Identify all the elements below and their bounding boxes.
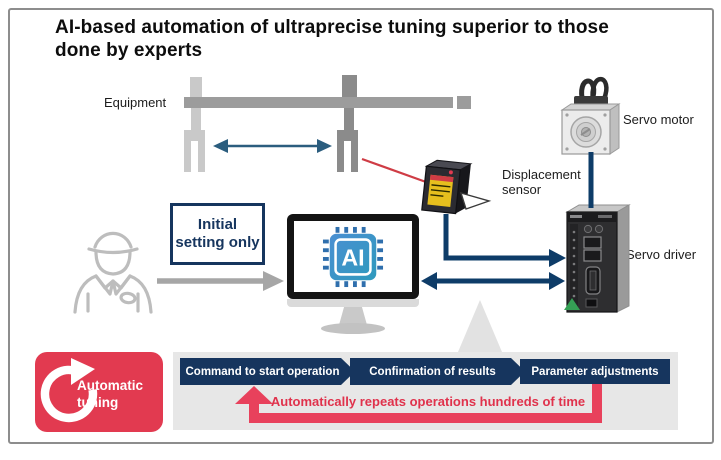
ai-chip-text: AI bbox=[341, 245, 364, 271]
flow-step-command: Command to start operation bbox=[180, 358, 355, 385]
servo-motor-label: Servo motor bbox=[623, 112, 694, 127]
monitor-stand-base bbox=[321, 323, 385, 334]
displacement-sensor-label: Displacement sensor bbox=[502, 167, 581, 198]
initial-setting-callout: Initial setting only bbox=[170, 203, 265, 265]
servo-driver-label: Servo driver bbox=[626, 247, 697, 262]
strip-pointer-up bbox=[458, 300, 502, 352]
ai-chip-icon: AI bbox=[322, 226, 384, 288]
cycle-arrow-icon bbox=[40, 358, 98, 423]
initial-setting-text: Initial setting only bbox=[175, 216, 260, 251]
monitor-chin bbox=[287, 299, 419, 307]
flow-step-parameter: Parameter adjustments bbox=[520, 359, 670, 384]
flow-step-confirmation: Confirmation of results bbox=[350, 358, 525, 385]
automatic-tuning-label: Automatic tuning bbox=[77, 378, 144, 410]
repeat-note: Automatically repeats operations hundred… bbox=[270, 394, 586, 409]
equipment-label: Equipment bbox=[104, 95, 167, 110]
page-title: AI-based automation of ultraprecise tuni… bbox=[55, 17, 609, 62]
automatic-tuning-badge: Automatic tuning bbox=[35, 352, 163, 432]
monitor-stand-neck bbox=[339, 307, 367, 325]
